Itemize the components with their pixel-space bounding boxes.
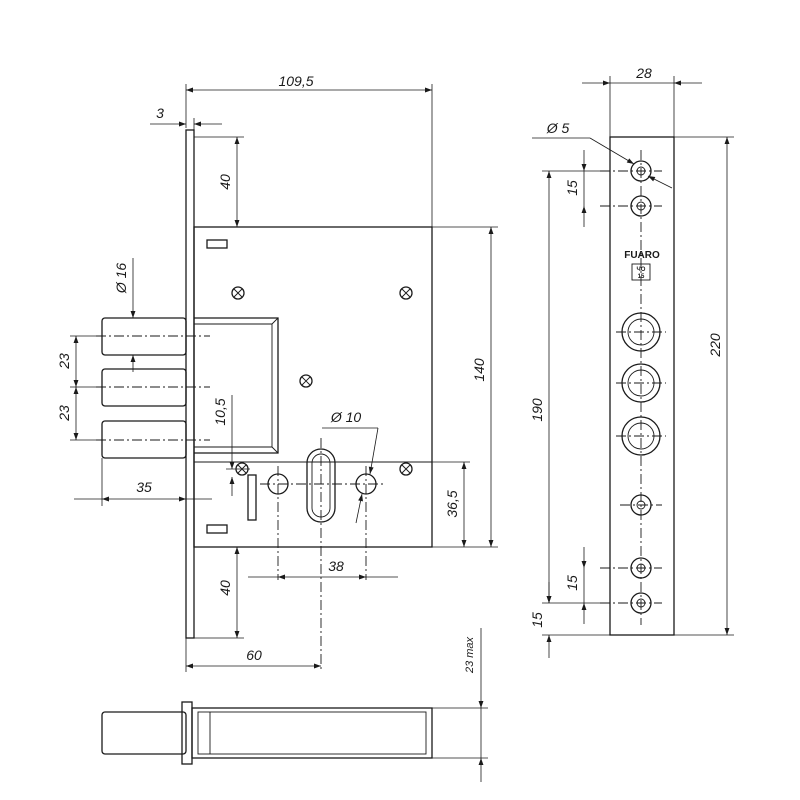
upper-slot (206, 239, 228, 249)
dim-bolt-throw: 35 (136, 479, 152, 495)
dim-screw-span: 190 (529, 398, 545, 422)
case-side (191, 707, 433, 759)
dim-bolt-pitch-1: 23 (56, 353, 72, 370)
dim-plate-width: 28 (635, 65, 652, 81)
dim-end-offset: 15 (529, 612, 545, 628)
cylinder-keyhole (306, 448, 336, 523)
latch-slot (247, 474, 257, 521)
lock-case (193, 226, 433, 548)
dim-screw-pitch-bottom: 15 (564, 575, 580, 591)
lower-slot (206, 524, 228, 534)
dim-case-height: 140 (471, 358, 487, 382)
brand-label: FUARO (624, 250, 660, 261)
dim-cylinder-hole-diameter: Ø 10 (330, 409, 362, 425)
dim-bolt-pitch-2: 23 (56, 405, 72, 422)
faceplate-end (181, 701, 193, 765)
side-view: FUARO ЧО 15 28 (529, 65, 734, 658)
bottom-view: 23 max (101, 628, 488, 782)
bolt-plate (194, 317, 279, 454)
bolts (96, 317, 210, 459)
dim-thickness-max: 23 max (464, 636, 476, 674)
dim-cylinder-to-bottom: 36,5 (444, 490, 460, 517)
dim-hole-spacing: 38 (328, 558, 344, 574)
dim-front-offset: 3 (156, 105, 164, 121)
dim-faceplate-length: 220 (707, 333, 723, 358)
front-view: 109,5 3 40 140 Ø 16 23 23 10,5 (56, 73, 498, 672)
dim-latch-offset: 10,5 (212, 398, 228, 425)
bolt-3 (101, 420, 187, 459)
dim-width-total: 109,5 (278, 73, 313, 89)
dim-screw-diameter: Ø 5 (546, 120, 570, 136)
dim-screw-pitch-top: 15 (564, 180, 580, 196)
dim-backset: 60 (246, 647, 262, 663)
dim-bottom-to-plate: 40 (217, 580, 233, 596)
faceplate-side (609, 136, 675, 636)
mark-top: ЧО (637, 267, 646, 273)
bolt-2 (101, 368, 187, 407)
faceplate (185, 129, 195, 639)
case-screws (231, 286, 413, 476)
dim-bolt-diameter: Ø 16 (113, 263, 129, 295)
bolt-side (101, 711, 187, 755)
dim-top-to-case: 40 (217, 174, 233, 190)
bolt-1 (101, 317, 187, 356)
